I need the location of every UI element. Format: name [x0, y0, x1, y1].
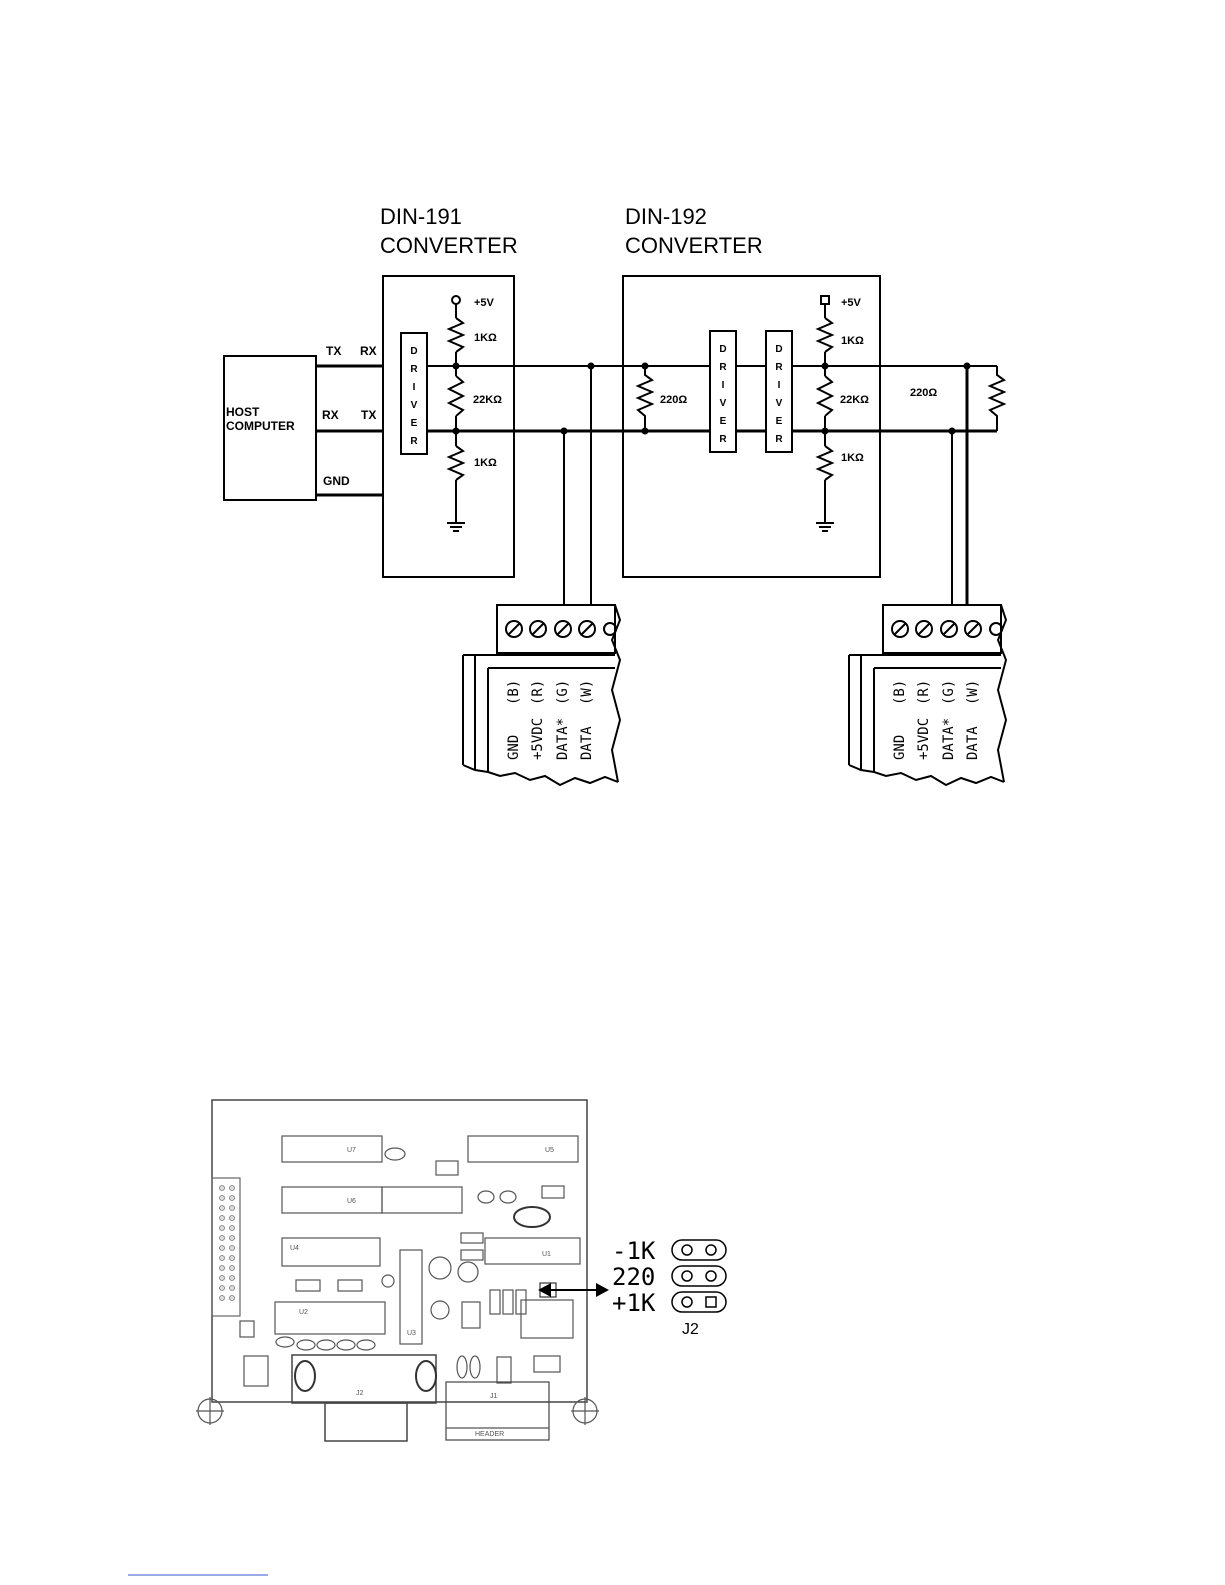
driver1-letter-v: V: [411, 400, 418, 411]
ic-u5: [468, 1136, 578, 1162]
driver2-letter-i: I: [722, 380, 725, 391]
din191-box: [383, 276, 514, 577]
din192-title-1: DIN-192: [625, 204, 707, 229]
left-term-data-star: DATA*: [555, 718, 571, 760]
din192-title-2: CONVERTER: [625, 233, 763, 258]
driver3-letter-r2: R: [775, 434, 783, 445]
host-gnd-label: GND: [323, 474, 350, 488]
left-term-data: DATA: [579, 726, 595, 760]
jumper-j2: -1K 220 +1K J2: [612, 1237, 726, 1338]
board-label-u2: U2: [299, 1309, 308, 1316]
driver1-letter-r2: R: [410, 436, 418, 447]
host-label-1: HOST: [226, 405, 260, 419]
driver3-letter-i: I: [778, 380, 781, 391]
driver1-letter-d: D: [410, 346, 417, 357]
jumper-label-minus1k: -1K: [612, 1237, 656, 1265]
resistor-220-mid: [638, 366, 652, 431]
right-term-gnd: GND: [892, 735, 908, 760]
board-label-u6: U6: [347, 1198, 356, 1205]
driver2-letter-r: R: [719, 362, 727, 373]
driver3-letter-v: V: [776, 398, 783, 409]
left-term-code-w: (W): [579, 680, 595, 705]
driver1-letter-i: I: [413, 382, 416, 393]
left-term-code-r: (R): [530, 680, 546, 705]
driver2-letter-d: D: [719, 344, 726, 355]
board-label-u7: U7: [347, 1147, 356, 1154]
resistor-1k-top-right: [818, 318, 832, 352]
ground-icon-left: [447, 515, 465, 531]
driver3-letter-r: R: [775, 362, 783, 373]
driver3-letter-e: E: [776, 416, 783, 427]
ic-u2: [275, 1302, 385, 1334]
board-label-j2: J2: [356, 1390, 364, 1397]
host-tx-label: TX: [326, 344, 341, 358]
right-term-5vdc: +5VDC: [916, 718, 932, 760]
host-rx2-label: RX: [322, 408, 339, 422]
resistor-1k-bottom-right: [818, 446, 832, 480]
driver1-letter-r: R: [410, 364, 418, 375]
host-tx2-label: TX: [361, 408, 376, 422]
jumper-name-label: J2: [682, 1321, 699, 1338]
ic-u6: [282, 1187, 382, 1213]
right-term-data: DATA: [965, 726, 981, 760]
board-label-j1: J1: [490, 1393, 498, 1400]
double-arrow-icon: [538, 1283, 609, 1297]
mounting-hole-icon: [196, 1397, 224, 1425]
board-label-u5: U5: [545, 1147, 554, 1154]
driver3-letter-d: D: [775, 344, 782, 355]
right-r2-label: 22KΩ: [840, 394, 869, 406]
right-term-code-r: (R): [916, 680, 932, 705]
resistor-220-term: [990, 366, 1004, 431]
resistor-22k-right: [818, 376, 832, 416]
driver1-letter-e: E: [411, 418, 418, 429]
left-term-code-g: (G): [555, 680, 571, 705]
right-term-code-g: (G): [941, 680, 957, 705]
board-label-u4: U4: [290, 1245, 299, 1252]
board-label-u3: U3: [407, 1330, 416, 1337]
right-term-label: 220Ω: [910, 387, 937, 399]
din191-title-1: DIN-191: [380, 204, 462, 229]
right-term-data-star: DATA*: [941, 718, 957, 760]
left-term-code-b: (B): [506, 680, 522, 705]
ic-u1: [485, 1238, 580, 1264]
jumper-label-plus1k: +1K: [612, 1289, 656, 1317]
left-r3-label: 1KΩ: [474, 457, 497, 469]
left-r1-label: 1KΩ: [474, 332, 497, 344]
jumper-label-220: 220: [612, 1263, 655, 1291]
ground-icon-right: [816, 515, 834, 531]
mid-r-label: 220Ω: [660, 394, 687, 406]
driver2-letter-r2: R: [719, 434, 727, 445]
left-r2-label: 22KΩ: [473, 394, 502, 406]
host-rx-label: RX: [360, 344, 377, 358]
mounting-hole-icon: [571, 1397, 599, 1425]
ic-u7: [282, 1136, 382, 1162]
resistor-22k-left: [449, 376, 463, 416]
right-term-code-w: (W): [965, 680, 981, 705]
driver2-letter-v: V: [720, 398, 727, 409]
board-layout: [196, 1100, 599, 1441]
ic-u4: [282, 1238, 380, 1266]
left-5v-label: +5V: [474, 297, 495, 309]
din191-title-2: CONVERTER: [380, 233, 518, 258]
right-r3-label: 1KΩ: [841, 452, 864, 464]
driver2-letter-e: E: [720, 416, 727, 427]
board-label-u1: U1: [542, 1251, 551, 1258]
left-term-gnd: GND: [506, 735, 522, 760]
din192-box: [623, 276, 880, 577]
board-label-header: HEADER: [475, 1431, 504, 1438]
resistor-1k-top-left: [449, 318, 463, 352]
host-label-2: COMPUTER: [226, 419, 295, 433]
right-5v-label: +5V: [841, 297, 862, 309]
resistor-1k-bottom-left: [449, 446, 463, 480]
right-term-code-b: (B): [892, 680, 908, 705]
left-term-5vdc: +5VDC: [530, 718, 546, 760]
right-r1-label: 1KΩ: [841, 335, 864, 347]
